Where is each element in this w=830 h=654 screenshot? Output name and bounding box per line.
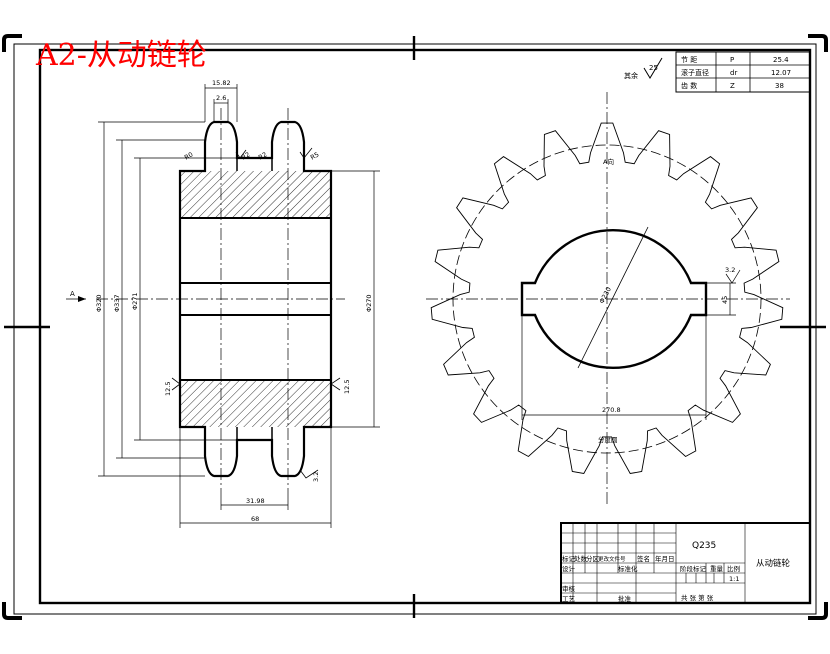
front-centerlines	[426, 92, 790, 505]
svg-text:25: 25	[649, 64, 658, 72]
svg-text:45: 45	[721, 296, 729, 304]
svg-text:12.5: 12.5	[343, 380, 351, 394]
param-symbol-1: dr	[730, 69, 737, 77]
tb-part-name: 从动链轮	[756, 558, 791, 569]
side-centerlines	[96, 108, 345, 490]
param-symbol-2: Z	[730, 82, 735, 90]
front-dim-labels: A向 Φ230 270.8 45 3.2 分度圆	[598, 157, 736, 444]
roughness-note: 其余 25	[624, 57, 663, 80]
front-view: A向 Φ230 270.8 45 3.2 分度圆	[426, 92, 790, 505]
hatch-upper	[180, 171, 331, 218]
svg-text:31.98: 31.98	[246, 497, 265, 505]
centering-marks	[4, 36, 826, 618]
tb-review: 审核	[562, 584, 576, 593]
tb-label-1: 处数	[574, 554, 588, 563]
tb-sheets: 共 张 第 张	[681, 593, 714, 602]
hatch-lower	[180, 380, 331, 427]
param-name-2: 齿 数	[681, 81, 697, 90]
svg-text:R2: R2	[257, 150, 268, 161]
svg-text:270.8: 270.8	[602, 406, 621, 414]
sprocket-teeth	[430, 122, 784, 474]
param-value-2: 38	[775, 82, 784, 90]
param-symbol-0: P	[730, 56, 734, 64]
tb-weight: 重量	[710, 565, 724, 573]
side-dim-labels: 15.82 2.6 Φ320 Φ337 Φ271 Φ270 31.98 68 R…	[95, 79, 373, 523]
tb-design: 设计	[562, 564, 576, 573]
front-dims	[521, 269, 741, 420]
svg-text:68: 68	[251, 515, 259, 523]
svg-text:Φ320: Φ320	[95, 294, 103, 312]
tb-label-0: 标记	[562, 554, 576, 563]
drawing-frame	[38, 48, 812, 605]
outer-border	[13, 43, 817, 615]
tb-stage-mark: 阶段标记	[680, 564, 707, 573]
svg-text:分度圆: 分度圆	[598, 435, 618, 444]
title-block: Q235 从动链轮 标记 处数 分区 更改文件号 签名 年月日 设计 标准化 阶…	[560, 522, 811, 604]
corner-marks	[2, 34, 828, 620]
tb-label-2: 分区	[586, 554, 600, 563]
section-arrow: A	[66, 290, 86, 302]
svg-text:15.82: 15.82	[212, 79, 231, 87]
svg-text:3.2: 3.2	[725, 266, 735, 274]
tb-label-5: 年月日	[655, 554, 675, 563]
param-value-1: 12.07	[771, 69, 791, 77]
svg-text:R2: R2	[240, 150, 251, 161]
svg-text:R0: R0	[183, 150, 194, 161]
side-roughness-symbols	[171, 147, 341, 479]
tb-label-3: 更改文件号	[598, 555, 626, 563]
side-view: A	[66, 79, 380, 528]
tb-label-4: 签名	[637, 554, 650, 563]
tb-scale-value: 1:1	[729, 575, 739, 583]
svg-text:A: A	[70, 290, 75, 298]
tb-material: Q235	[692, 541, 716, 551]
svg-text:Φ271: Φ271	[131, 292, 139, 310]
tb-standardize: 标准化	[618, 564, 638, 573]
svg-text:2.6: 2.6	[216, 94, 226, 102]
tb-scale: 比例	[727, 564, 740, 573]
drawing-title: A2-从动链轮	[36, 38, 207, 73]
parameter-table: 节 距 P 25.4 滚子直径 dr 12.07 齿 数 Z 38	[675, 51, 811, 93]
tb-approve: 批准	[618, 594, 632, 603]
svg-text:Φ270: Φ270	[365, 294, 373, 312]
tb-process: 工艺	[562, 595, 576, 603]
svg-text:其余: 其余	[624, 71, 638, 80]
param-value-0: 25.4	[773, 56, 789, 64]
svg-text:Φ337: Φ337	[113, 294, 121, 312]
side-dims	[98, 84, 380, 528]
svg-text:A向: A向	[603, 157, 614, 166]
pitch-circle	[452, 144, 762, 454]
param-name-1: 滚子直径	[681, 68, 709, 77]
svg-text:12.5: 12.5	[164, 382, 172, 396]
svg-text:R5: R5	[309, 150, 320, 161]
svg-text:3.2: 3.2	[312, 472, 320, 482]
param-name-0: 节 距	[681, 56, 697, 64]
